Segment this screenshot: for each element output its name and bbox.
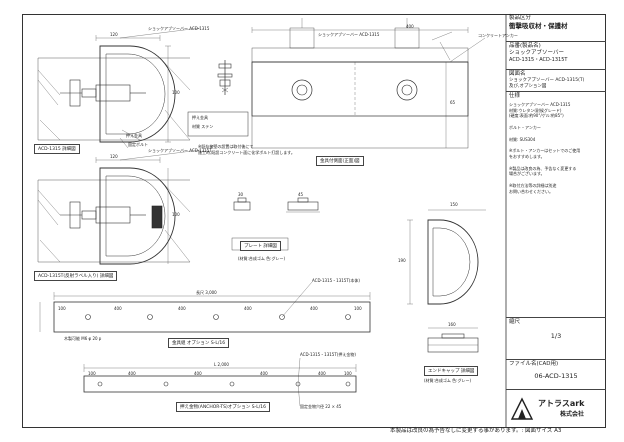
rail1-length: 長尺 3,000 <box>196 290 217 295</box>
dim-label: 120 <box>110 154 118 159</box>
view-acd1315t <box>37 149 201 265</box>
product-code: ACD-1315・ACD-1315T <box>509 56 568 63</box>
file-cell: ファイル名(CAD用) 06-ACD-1315 <box>506 360 606 390</box>
dim-label: 400 <box>406 24 414 29</box>
dim-label: 30 <box>238 192 244 197</box>
product-name: ショックアブソーバー <box>509 49 564 56</box>
rail1-spacing: 400 <box>244 306 252 311</box>
footer-note: 本製品は改良の為予告なしに変更する事があります。: 図面サイズ A3 <box>390 428 562 434</box>
side-label: コンクリートアンカー <box>478 33 518 38</box>
rail1-spacing: 100 <box>354 306 362 311</box>
dim-label: 65 <box>450 100 456 105</box>
spec-notes: ショックアブソーバー ACD-1315 材質:ウレタン(耐候グレード) (硬度:… <box>509 101 581 194</box>
rail1-spacing: 400 <box>114 306 122 311</box>
side-view <box>251 18 486 149</box>
caption-rail2: 押え金物(ANCHOR-TS)オプション S-L/16 <box>176 402 270 412</box>
rail1-spacing: 400 <box>310 306 318 311</box>
spec-label: 仕様 <box>509 93 521 99</box>
title-block: 製品区分 衝撃吸収材・保護材 品番(製品名) ショックアブソーバー ACD-13… <box>506 14 606 428</box>
rail2-tag: ACD-1315・1315T(押え金物) <box>300 352 356 357</box>
leader-label: 押え金具 <box>126 133 142 138</box>
rail2-spacing: 400 <box>128 371 136 376</box>
rail1-tag: ACD-1315・1315T(本体) <box>312 278 360 283</box>
dim-label: 45 <box>298 192 304 197</box>
plate-note: (材質:合成ゴム 色:グレー) <box>238 256 286 261</box>
scale-cell: 縮尺 1/3 <box>506 318 606 360</box>
side-label: ショックアブソーバー ACD-1315 <box>318 32 380 37</box>
view-acd1315 <box>37 27 201 149</box>
rail1-bolt: 木製可能 M6 φ 20 p <box>64 336 102 341</box>
dim-label: 100 <box>172 212 180 217</box>
rail1-spacing: 100 <box>58 306 66 311</box>
label: 押え金具 <box>192 115 208 120</box>
caption-side-view: 金具付側面(正面)図 <box>316 156 364 166</box>
leader-label: 固定ボルト <box>128 142 148 147</box>
rail2-spacing: 400 <box>194 371 202 376</box>
dim-label: 160 <box>448 322 456 327</box>
bolt-detail <box>187 60 249 137</box>
file-label: ファイル名(CAD用) <box>509 361 559 367</box>
rail2-spacing: 100 <box>344 371 352 376</box>
company-name: アトラスark <box>538 399 585 408</box>
dim-label: 100 <box>172 90 180 95</box>
scale-label: 縮尺 <box>509 319 521 325</box>
category-value: 衝撃吸収材・保護材 <box>509 21 568 30</box>
drawing-name-label: 図面名 <box>509 71 526 77</box>
end-cap-view <box>407 209 486 353</box>
rail-2 <box>83 357 357 407</box>
rail2-spacing: 100 <box>88 371 96 376</box>
plate-detail <box>231 197 320 251</box>
category-label: 製品区分 <box>509 15 532 21</box>
rail2-spacing: 400 <box>260 371 268 376</box>
rail1-spacing: 400 <box>178 306 186 311</box>
cap-note: (材質:合成ゴム 色:グレー) <box>424 378 472 383</box>
rail2-length: L 2,000 <box>214 362 229 367</box>
rail2-bolt: 固定金物穴径 22 × 45 <box>300 404 342 409</box>
caption-rail1: 金具組 オプション S-L/16 <box>168 338 230 348</box>
install-note: ※既存擁壁の設置は取付後にて 施工時,既設コンクリート面に化学ボルト打設します。 <box>198 144 295 155</box>
drawing-frame <box>22 14 606 428</box>
company-cell: アトラスark 株式会社 <box>506 390 606 428</box>
product-name-label: 品番(製品名) <box>509 43 541 49</box>
leader-label: ショックアブソーバー ACD-1315T <box>148 148 212 153</box>
leader-label: ショックアブソーバー ACD-1315 <box>148 26 210 31</box>
drawing-name-2: 及び,オプション図 <box>509 83 547 89</box>
dim-label: 190 <box>398 258 406 263</box>
label: 材質 ステン <box>192 124 214 129</box>
file-value: 06-ACD-1315 <box>534 371 578 380</box>
caption-end-cap: エンドキャップ 詳細図 <box>424 366 479 376</box>
caption-view2: ACD-1315T(反射ラベル入り) 詳細図 <box>34 271 118 281</box>
rail2-spacing: 400 <box>318 371 326 376</box>
product-cell: 品番(製品名) ショックアブソーバー ACD-1315・ACD-1315T <box>506 42 606 70</box>
dim-label: 120 <box>110 32 118 37</box>
scale-value: 1/3 <box>550 331 562 340</box>
category-cell: 製品区分 衝撃吸収材・保護材 <box>506 14 606 42</box>
rail-1 <box>39 281 371 333</box>
company-sub: 株式会社 <box>560 411 585 418</box>
caption-view1: ACD-1315 詳細図 <box>34 144 80 154</box>
dim-label: 150 <box>450 202 458 207</box>
caption-plate: プレート 詳細図 <box>240 241 281 251</box>
spec-cell: 仕様 ショックアブソーバー ACD-1315 材質:ウレタン(耐候グレード) (… <box>506 92 606 318</box>
drawing-name-1: ショックアブソーバー ACD-1315(T) <box>509 77 585 83</box>
drawing-name-cell: 図面名 ショックアブソーバー ACD-1315(T) 及び,オプション図 <box>506 70 606 92</box>
company-logo-icon <box>510 397 534 420</box>
